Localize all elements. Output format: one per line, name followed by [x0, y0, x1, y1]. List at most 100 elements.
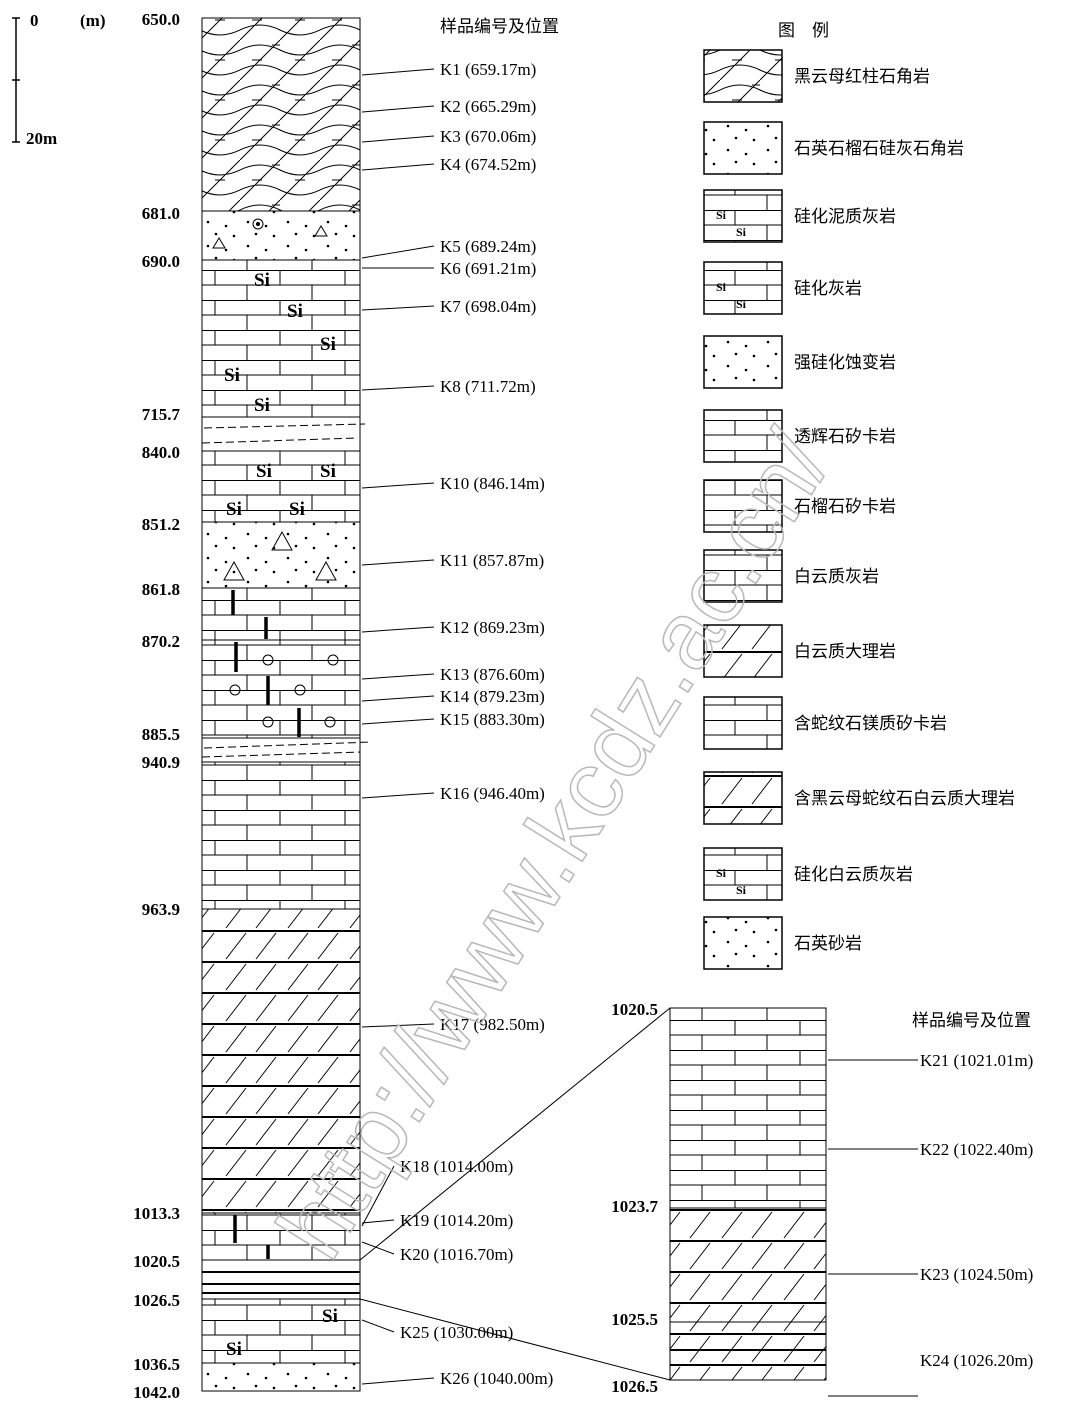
- alteration-triangles: [223, 530, 337, 581]
- sample-label: K20 (1016.70m): [400, 1245, 513, 1264]
- layer-dolomitic-limestone: [201, 761, 361, 910]
- svg-text:Si: Si: [254, 395, 270, 416]
- legend-item-serp_skarn: 含蛇纹石镁质矽卡岩: [703, 696, 947, 750]
- depth-label: 681.0: [142, 204, 180, 223]
- scale-bar: 0 20m: [12, 11, 57, 148]
- sample-labels: K1 (659.17m)K2 (665.29m)K3 (670.06m)K4 (…: [361, 60, 553, 1388]
- svg-text:Si: Si: [254, 270, 270, 291]
- legend-label: 硅化泥质灰岩: [794, 207, 896, 227]
- depth-labels: 650.0681.0690.0715.7840.0851.2861.8870.2…: [133, 10, 180, 1402]
- sample-label: K7 (698.04m): [440, 297, 536, 316]
- depth-label: 963.9: [142, 900, 180, 919]
- si-symbols: Si Si Si Si Si Si Si Si Si Si Si: [224, 270, 338, 1360]
- legend-item-sandstone: 石英砂岩: [703, 916, 862, 970]
- detail-column: [669, 1007, 827, 1381]
- legend-label: 白云质大理岩: [794, 642, 896, 662]
- legend-label: 透辉石矽卡岩: [794, 427, 896, 447]
- legend-label: 含黑云母蛇纹石白云质大理岩: [794, 789, 1015, 809]
- detail-depth-label: 1020.5: [611, 1000, 658, 1019]
- sample-column-title: 样品编号及位置: [440, 17, 559, 37]
- layer-alteration: [201, 521, 361, 589]
- garnet-skarn-symbols: [229, 642, 339, 737]
- sample-label: K15 (883.30m): [440, 710, 545, 729]
- svg-text:Si: Si: [716, 280, 727, 294]
- depth-label: 690.0: [142, 252, 180, 271]
- legend-label: 硅化灰岩: [794, 279, 862, 299]
- svg-text:Si: Si: [224, 365, 240, 386]
- layer-diopside-skarn: [201, 587, 361, 641]
- layer-garnet-hornfels: [201, 210, 361, 261]
- svg-text:Si: Si: [226, 499, 242, 520]
- svg-text:Si: Si: [226, 1339, 242, 1360]
- legend-item-dolo_lime: 白云质灰岩: [703, 549, 879, 603]
- legend-label: 石英石榴石硅灰石角岩: [794, 139, 964, 159]
- svg-text:Si: Si: [736, 297, 747, 311]
- legend-label: 硅化白云质灰岩: [794, 865, 913, 885]
- sample-label: K5 (689.24m): [440, 237, 536, 256]
- depth-label: 885.5: [142, 725, 180, 744]
- legend-item-garnet_hornfels: 石英石榴石硅灰石角岩: [703, 121, 964, 175]
- sample-label: K17 (982.50m): [440, 1015, 545, 1034]
- detail-depth-label: 1023.7: [611, 1197, 658, 1216]
- depth-label: 1036.5: [133, 1355, 180, 1374]
- legend-label: 黑云母红柱石角岩: [794, 67, 930, 87]
- sample-label: K19 (1014.20m): [400, 1211, 513, 1230]
- depth-label: 715.7: [142, 405, 181, 424]
- detail-depth-label: 1026.5: [611, 1377, 658, 1396]
- layer-silicified-marl: [201, 259, 361, 418]
- depth-label: 870.2: [142, 632, 180, 651]
- depth-label: 1026.5: [133, 1291, 180, 1310]
- layer-quartz-sandstone: [201, 1362, 361, 1392]
- layer-garnet-skarn: [201, 639, 361, 739]
- depth-label: 1020.5: [133, 1252, 180, 1271]
- detail-sample-label: K21 (1021.01m): [920, 1051, 1033, 1070]
- sample-label: K12 (869.23m): [440, 618, 545, 637]
- legend-item-garnet_skarn: 石榴石矽卡岩: [703, 479, 896, 533]
- skarn-bars: [231, 590, 268, 639]
- legend-label: 石英砂岩: [794, 934, 862, 954]
- svg-text:Si: Si: [322, 1306, 338, 1327]
- scale-bottom-label: 20m: [26, 129, 57, 148]
- depth-label: 940.9: [142, 753, 180, 772]
- layer-serpentine-skarn: [201, 1212, 361, 1261]
- detail-sample-labels: K21 (1021.01m) K22 (1022.40m) K23 (1024.50…: [828, 1051, 1033, 1397]
- depth-label: 861.8: [142, 580, 180, 599]
- legend-label: 白云质灰岩: [794, 567, 879, 587]
- legend-item-alteration: 强硅化蚀变岩: [703, 335, 896, 389]
- sample-label: K26 (1040.00m): [440, 1369, 553, 1388]
- detail-connector-lines: [359, 1007, 671, 1381]
- svg-text:Si: Si: [287, 301, 303, 322]
- detail-sample-label: K23 (1024.50m): [920, 1265, 1033, 1284]
- layer-hornfels: [201, 17, 361, 212]
- depth-label: 650.0: [142, 10, 180, 29]
- legend-label: 石榴石矽卡岩: [794, 497, 896, 517]
- svg-text:Si: Si: [716, 208, 727, 222]
- layer-silicified-limestone: [201, 450, 361, 523]
- svg-text:Si: Si: [320, 334, 336, 355]
- sample-label: K18 (1014.00m): [400, 1157, 513, 1176]
- sample-label: K2 (665.29m): [440, 97, 536, 116]
- legend: 黑云母红柱石角岩石英石榴石硅灰石角岩SiSi硅化泥质灰岩SiSi硅化灰岩强硅化蚀…: [703, 49, 1015, 970]
- sample-label: K25 (1030.00m): [400, 1323, 513, 1342]
- sample-label: K4 (674.52m): [440, 155, 536, 174]
- depth-label: 851.2: [142, 515, 180, 534]
- detail-sample-label: K24 (1026.20m): [920, 1351, 1033, 1370]
- sample-label: K11 (857.87m): [440, 551, 544, 570]
- detail-sample-label: K22 (1022.40m): [920, 1140, 1033, 1159]
- layer-break-1: [201, 416, 361, 452]
- svg-text:Si: Si: [736, 225, 747, 239]
- sample-label: K8 (711.72m): [440, 377, 536, 396]
- sample-label: K13 (876.60m): [440, 665, 545, 684]
- legend-item-dolo_marble: 白云质大理岩: [703, 624, 896, 678]
- garnet-symbols: [212, 218, 328, 249]
- scale-top-label: 0: [30, 11, 39, 30]
- depth-label: 1013.3: [133, 1204, 180, 1223]
- sample-label: K10 (846.14m): [440, 474, 545, 493]
- layer-dolomitic-marble: [201, 908, 361, 1214]
- svg-text:Si: Si: [256, 461, 272, 482]
- legend-label: 含蛇纹石镁质矽卡岩: [794, 714, 947, 734]
